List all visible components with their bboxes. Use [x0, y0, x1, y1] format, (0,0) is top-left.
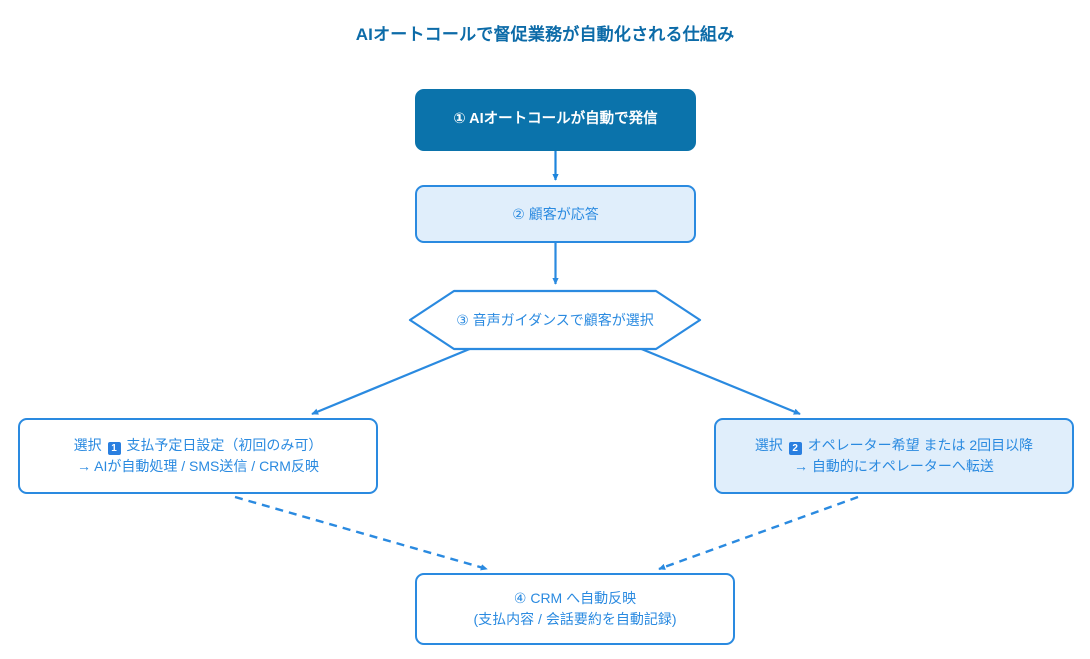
node-step1-auto-call[interactable]: ① AIオートコールが自動で発信 [415, 89, 696, 151]
connector-choice1-to-crm [234, 495, 488, 571]
node-choice2-line2: → 自動的にオペレーターへ転送 [794, 458, 994, 474]
node-step4-crm-auto-sync[interactable]: ④ CRM へ自動反映 (支払内容 / 会話要約を自動記録) [415, 573, 735, 645]
hexagon-shape [408, 289, 702, 351]
node-step2-label: ② 顧客が応答 [512, 205, 599, 222]
node-step3-voice-guidance-decision[interactable]: ③ 音声ガイダンスで顧客が選択 [408, 289, 702, 351]
connector-decision-to-choice1 [311, 346, 473, 416]
node-choice1-text-block: 選択 1 支払予定日設定（初回のみ可） → AIが自動処理 / SMS送信 / … [74, 435, 323, 477]
node-step4-line1: ④ CRM へ自動反映 [513, 590, 637, 606]
node-step3-label: ③ 音声ガイダンスで顧客が選択 [456, 312, 654, 328]
node-step1-label: ① AIオートコールが自動で発信 [453, 111, 658, 128]
node-choice2-operator-transfer[interactable]: 選択 2 オペレーター希望 または 2回目以降 → 自動的にオペレーターへ転送 [714, 418, 1074, 494]
node-choice1-line2: → AIが自動処理 / SMS送信 / CRM反映 [77, 458, 319, 474]
node-step4-text-block: ④ CRM へ自動反映 (支払内容 / 会話要約を自動記録) [474, 588, 677, 630]
node-choice2-line1: 選択 2 オペレーター希望 または 2回目以降 [754, 437, 1034, 455]
node-choice2-text-block: 選択 2 オペレーター希望 または 2回目以降 → 自動的にオペレーターへ転送 [755, 435, 1033, 477]
connector-decision-to-choice2 [638, 346, 801, 416]
connector-choice2-to-crm [658, 495, 859, 571]
page-title: AIオートコールで督促業務が自動化される仕組み [355, 25, 735, 44]
node-step2-customer-answers[interactable]: ② 顧客が応答 [415, 185, 696, 243]
node-choice1-line1: 選択 1 支払予定日設定（初回のみ可） [73, 437, 323, 455]
node-choice1-payment-date[interactable]: 選択 1 支払予定日設定（初回のみ可） → AIが自動処理 / SMS送信 / … [18, 418, 378, 494]
node-step4-line2: (支払内容 / 会話要約を自動記録) [473, 611, 677, 627]
